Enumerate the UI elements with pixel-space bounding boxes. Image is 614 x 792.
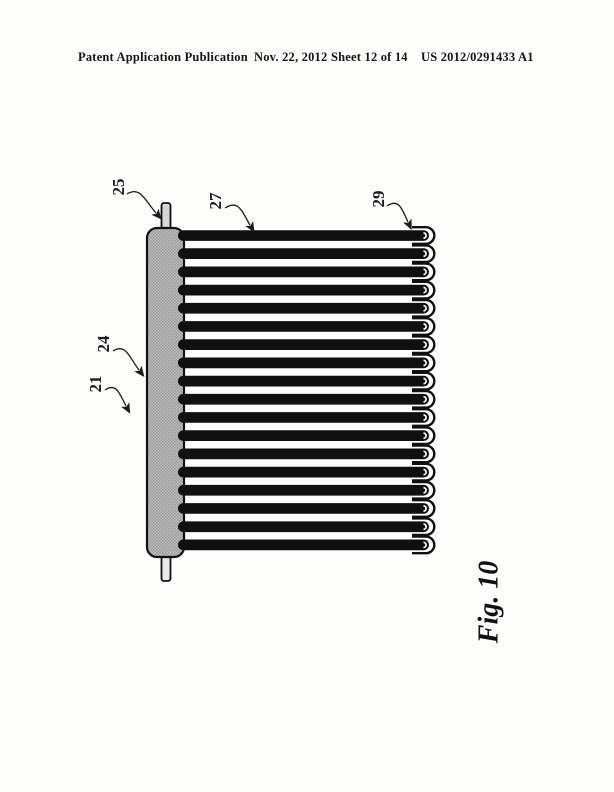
ref-label-25: 25: [109, 179, 128, 196]
tube-bank: [178, 230, 429, 551]
header-sheet-number: Sheet 12 of 14: [331, 50, 408, 64]
tube-pass: [178, 321, 429, 332]
tube-end-highlight: [423, 505, 427, 512]
tube-pass: [178, 339, 429, 350]
tube-end-highlight: [423, 395, 427, 403]
tube-end-highlight: [423, 359, 427, 367]
tube-end-highlight: [423, 232, 427, 239]
ref-label-27: 27: [206, 192, 225, 210]
figure-caption: Fig. 10: [473, 561, 504, 644]
manifold: [145, 226, 186, 559]
tube-end-highlight: [423, 250, 427, 258]
leader-27: [224, 204, 255, 233]
header-patent-number: US 2012/0291433 A1: [421, 50, 534, 64]
tube-pass: [178, 302, 429, 314]
header-publication-label: Patent Application Publication: [78, 50, 248, 64]
tube-pass: [178, 412, 429, 423]
tube-end-highlight: [423, 486, 427, 494]
tube-end-highlight: [423, 468, 427, 476]
tube-end-highlight: [423, 432, 427, 440]
tube-pass: [178, 484, 429, 496]
tube-pass: [178, 430, 429, 441]
page-header: Patent Application Publication Nov. 22, …: [0, 50, 614, 68]
leader-24: [112, 348, 145, 377]
tube-pass: [178, 448, 429, 460]
tube-pass: [178, 503, 429, 514]
tube-end-highlight: [423, 523, 427, 531]
tube-pass: [178, 266, 429, 278]
ref-label-24: 24: [94, 335, 113, 353]
tube-pass: [178, 375, 429, 387]
tube-end-highlight: [423, 450, 427, 458]
tube-pass: [178, 466, 429, 478]
tube-pass: [178, 230, 429, 241]
tube-pass: [178, 539, 429, 551]
tube-end-highlight: [423, 541, 427, 549]
tube-pass: [178, 357, 429, 369]
header-date: Nov. 22, 2012: [254, 50, 328, 64]
leader-21: [104, 386, 131, 414]
tube-pass: [178, 284, 429, 296]
ref-label-29: 29: [369, 191, 388, 208]
ref-label-21: 21: [86, 376, 105, 393]
tube-end-highlight: [423, 286, 427, 294]
tube-end-highlight: [423, 414, 427, 421]
leader-lines: [104, 190, 412, 414]
tube-end-highlight: [423, 323, 427, 330]
tube-end-highlight: [423, 341, 427, 349]
tube-end-highlight: [423, 268, 427, 276]
leader-25: [126, 190, 162, 220]
tube-pass: [178, 393, 429, 405]
tube-end-highlight: [423, 304, 427, 312]
tube-pass: [178, 521, 429, 533]
tube-pass: [178, 248, 429, 259]
leader-29: [386, 202, 412, 230]
tube-end-highlight: [423, 377, 427, 385]
